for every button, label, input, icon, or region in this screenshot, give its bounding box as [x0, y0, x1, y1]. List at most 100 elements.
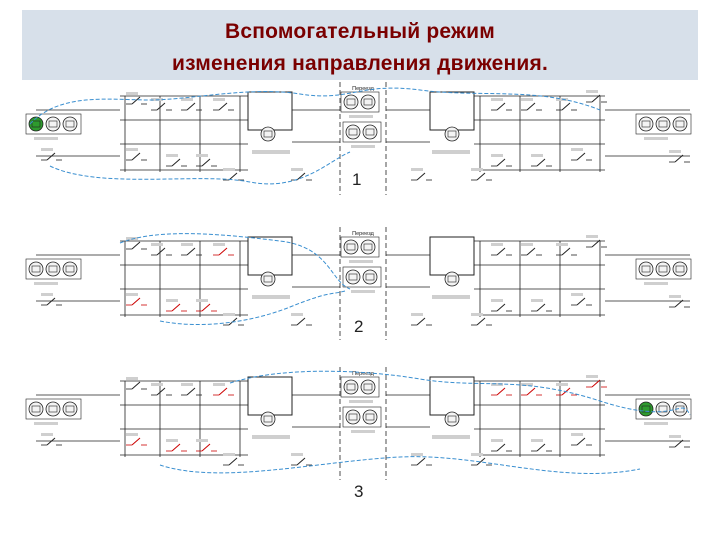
- contact-tag: [166, 299, 178, 302]
- wire: [416, 172, 426, 181]
- wire: [186, 102, 196, 111]
- wire: [476, 172, 486, 181]
- wire: [218, 247, 228, 256]
- relay-core: [365, 273, 375, 281]
- relay-core: [48, 405, 58, 413]
- relay-coil: [28, 401, 44, 417]
- wire: [536, 443, 546, 452]
- wire: [526, 387, 536, 396]
- relay-coil: [360, 379, 376, 395]
- relay-block: [342, 266, 382, 288]
- contact-tag: [491, 299, 503, 302]
- relay-coil: [45, 261, 61, 277]
- relay-coil: [360, 94, 376, 110]
- wire: [296, 317, 306, 326]
- relay-block: [340, 376, 380, 398]
- wire: [536, 303, 546, 312]
- relay-coil: [28, 261, 44, 277]
- contact-tag: [669, 150, 681, 153]
- panel-number-1: 1: [352, 170, 362, 189]
- wire: [576, 152, 586, 161]
- relay-coil: [655, 401, 671, 417]
- relay-block: [635, 258, 692, 280]
- block-tag: [432, 295, 470, 299]
- wire: [131, 96, 141, 105]
- wire: [156, 247, 166, 256]
- contact-tag: [126, 92, 138, 95]
- relay-tag: [351, 290, 375, 293]
- relay-coil: [260, 411, 276, 427]
- relay-tag: [349, 260, 373, 263]
- block-frame: [429, 236, 475, 276]
- relay-tag: [351, 145, 375, 148]
- relay-tag: [349, 400, 373, 403]
- contact-tag: [181, 98, 193, 101]
- relay-coil: [672, 401, 688, 417]
- relay-core: [447, 130, 457, 138]
- wire: [186, 247, 196, 256]
- contact-tag: [571, 293, 583, 296]
- relay-core: [48, 265, 58, 273]
- relay-coil: [62, 261, 78, 277]
- title-band: Вспомогательный режим изменения направле…: [22, 10, 698, 80]
- relay-core: [365, 128, 375, 136]
- contact-tag: [571, 433, 583, 436]
- contact-tag: [151, 243, 163, 246]
- relay-tag: [34, 137, 58, 140]
- relay-tag: [644, 422, 668, 425]
- relay-core: [641, 405, 651, 413]
- wire: [591, 379, 601, 388]
- contact-tag: [291, 453, 303, 456]
- relay-coil: [260, 126, 276, 142]
- relay-core: [346, 243, 356, 251]
- contact-tag: [586, 375, 598, 378]
- relay-coil: [362, 124, 378, 140]
- relay-coil: [672, 116, 688, 132]
- relay-core: [31, 265, 41, 273]
- panel-number-2: 2: [354, 317, 364, 336]
- relay-core: [346, 98, 356, 106]
- signal-path: [29, 87, 601, 185]
- wire: [296, 172, 306, 181]
- relay-core: [65, 405, 75, 413]
- relay-core: [31, 405, 41, 413]
- contact-tag: [126, 377, 138, 380]
- wire: [201, 303, 211, 312]
- relay-coil: [45, 401, 61, 417]
- relay-coil: [345, 124, 361, 140]
- wire: [496, 158, 506, 167]
- relay-block: [25, 258, 82, 280]
- relay-block: [25, 113, 82, 135]
- relay-tag: [34, 422, 58, 425]
- wire: [228, 457, 238, 466]
- relay-core: [263, 415, 273, 423]
- relay-core: [263, 130, 273, 138]
- relay-coil: [345, 409, 361, 425]
- contact-tag: [126, 293, 138, 296]
- wire: [131, 437, 141, 446]
- relay-core: [48, 120, 58, 128]
- contact-tag: [213, 383, 225, 386]
- contact-tag: [41, 293, 53, 296]
- signal-path: [159, 370, 691, 474]
- wire: [536, 158, 546, 167]
- relay-coil: [638, 401, 654, 417]
- relay-core: [641, 265, 651, 273]
- wire: [131, 297, 141, 306]
- wire: [171, 158, 181, 167]
- contact-tag: [181, 383, 193, 386]
- wire: [131, 152, 141, 161]
- block-tag: [432, 435, 470, 439]
- crossing-label: Переезд: [352, 231, 374, 237]
- relay-core: [65, 265, 75, 273]
- relay-coil: [345, 269, 361, 285]
- wire: [496, 443, 506, 452]
- signal-path: [119, 233, 351, 325]
- relay-coil: [655, 116, 671, 132]
- contact-tag: [471, 168, 483, 171]
- relay-core: [31, 120, 41, 128]
- block-tag: [432, 150, 470, 154]
- contact-tag: [521, 243, 533, 246]
- relay-coil: [672, 261, 688, 277]
- title-line-2: изменения направления движения.: [171, 52, 549, 75]
